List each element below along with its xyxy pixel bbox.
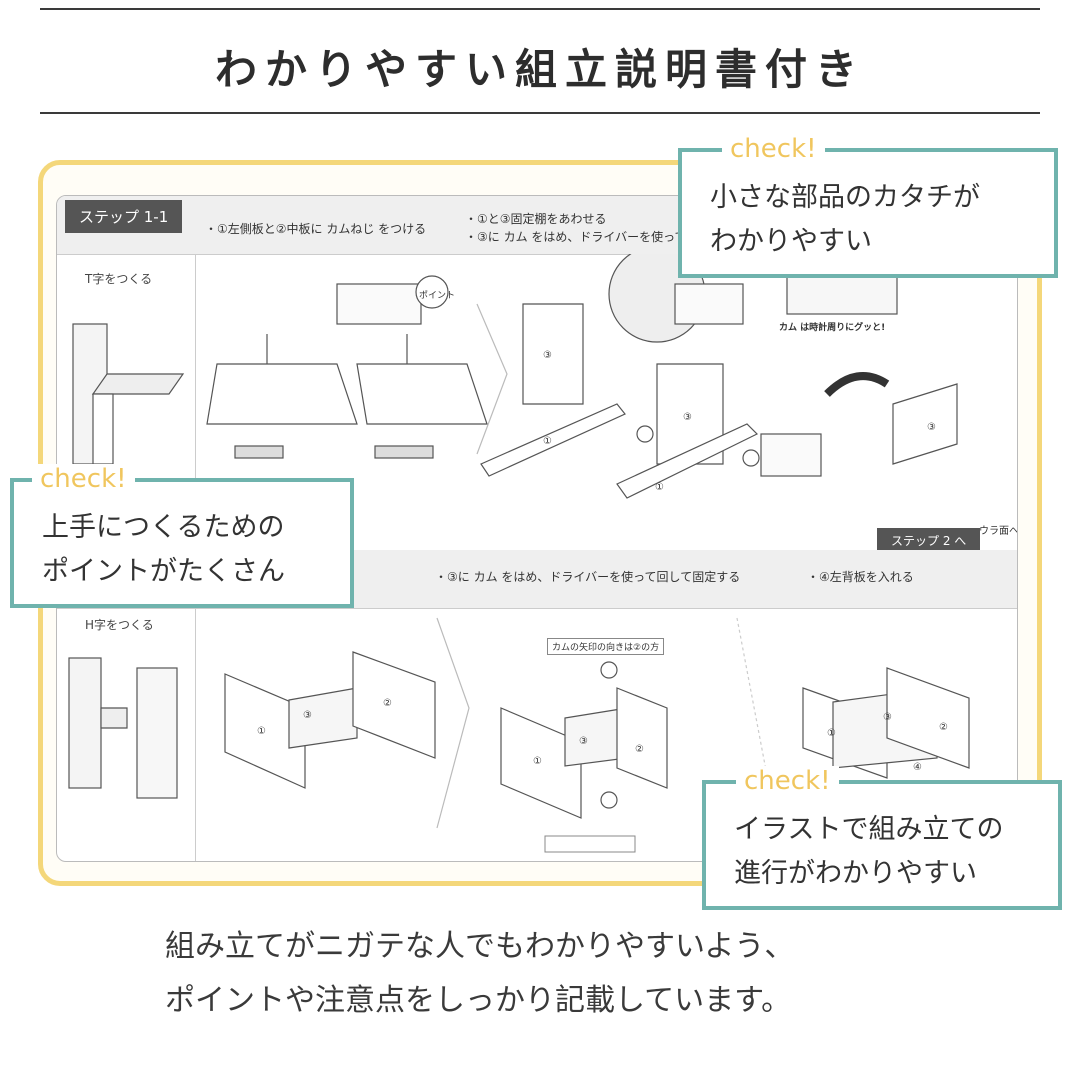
svg-text:①: ① (655, 482, 664, 493)
svg-text:③: ③ (543, 350, 552, 361)
callout-line-1: 小さな部品のカタチが (710, 182, 980, 213)
check-badge: check! (32, 464, 135, 494)
callout-small-parts: check! 小さな部品のカタチが わかりやすい (678, 134, 1058, 278)
check-badge: check! (736, 766, 839, 796)
callout-line-2: わかりやすい (710, 226, 872, 257)
step1-instruction-2b: ・③に カム をはめ、ドライバーを使って回 (465, 230, 699, 244)
callout-line-2: 進行がわかりやすい (734, 858, 977, 889)
svg-text:①: ① (827, 728, 836, 739)
svg-text:②: ② (939, 722, 948, 733)
step1-illustrations: ③ ① ③ ① ③ (72, 254, 958, 499)
cam-twist-note: カム は時計周りにグッと! (779, 323, 886, 333)
step1-instruction-1: ・①左側板と②中板に カムねじ をつける (205, 222, 427, 236)
check-badge: check! (722, 134, 825, 164)
cam-direction-note: カムの矢印の向きは②の方 (547, 638, 665, 655)
callout-line-2: ポイントがたくさん (42, 556, 285, 587)
svg-text:③: ③ (579, 736, 588, 747)
step2-instruction-2: ・④左背板を入れる (807, 570, 914, 584)
svg-text:①: ① (533, 756, 542, 767)
step2-subtitle: H字をつくる (85, 618, 154, 632)
heading-rule (40, 112, 1040, 114)
footer-line-1: 組み立てがニガテな人でもわかりやすいよう、 (165, 929, 795, 964)
svg-text:③: ③ (883, 712, 892, 723)
page-title: わかりやすい組立説明書付き (214, 45, 865, 94)
step1-divider (195, 254, 196, 512)
svg-text:②: ② (383, 698, 392, 709)
step1-tag: ステップ 1-1 (65, 200, 183, 233)
callout-progress: check! イラストで組み立ての 進行がわかりやすい (702, 766, 1062, 910)
svg-text:①: ① (543, 436, 552, 447)
reverse-side-label: ウラ面へ (979, 526, 1018, 537)
step2-instruction-1: ・③に カム をはめ、ドライバーを使って回して固定する (435, 570, 741, 584)
step1-subtitle: T字をつくる (85, 272, 153, 286)
callout-tips: check! 上手につくるための ポイントがたくさん (10, 464, 354, 608)
footer-line-2: ポイントや注意点をしっかり記載しています。 (165, 983, 792, 1018)
svg-text:④: ④ (913, 762, 922, 773)
svg-text:②: ② (635, 744, 644, 755)
svg-text:③: ③ (303, 710, 312, 721)
callout-line-1: 上手につくるための (42, 512, 285, 543)
point-label: ポイント (419, 291, 456, 301)
step2-illustrations: ① ③ ② ① ③ ② ① ③ ② ④ (68, 617, 970, 853)
svg-text:①: ① (257, 726, 266, 737)
callout-line-1: イラストで組み立ての (734, 814, 1004, 845)
footer-text: 組み立てがニガテな人でもわかりやすいよう、 ポイントや注意点をしっかり記載してい… (165, 920, 794, 1028)
top-rule (40, 8, 1040, 10)
svg-text:③: ③ (927, 422, 936, 433)
step2-tab: ステップ 2 へ (877, 528, 981, 553)
step1-instruction-2a: ・①と③固定棚をあわせる (465, 212, 607, 226)
step2-divider (195, 608, 196, 861)
svg-text:③: ③ (683, 412, 692, 423)
